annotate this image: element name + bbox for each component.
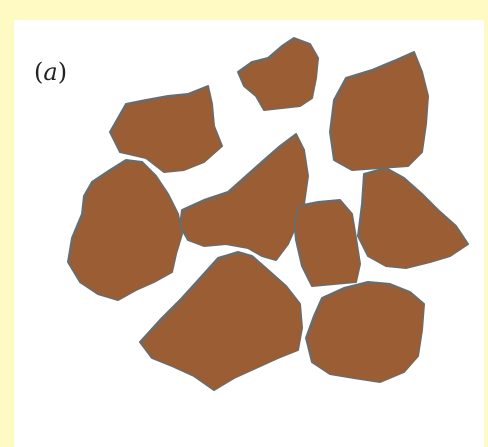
fragment-upper-right <box>330 52 428 170</box>
fragment-bottom-right <box>306 282 424 382</box>
fragment-right-middle <box>358 168 468 268</box>
fragment-top-center <box>238 38 318 110</box>
fragment-left-large <box>68 160 182 300</box>
fragment-small-center-right <box>294 200 360 286</box>
